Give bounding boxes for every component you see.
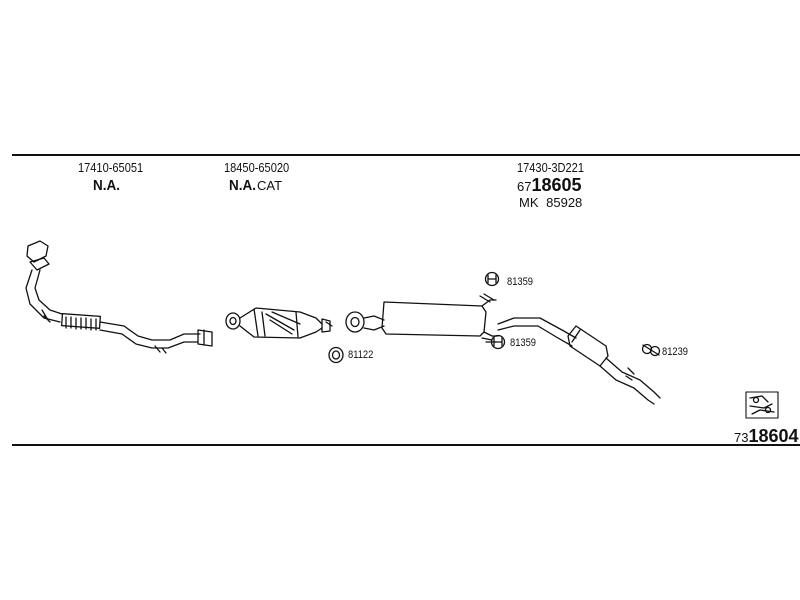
gasket-number: 81122 [348, 349, 374, 361]
catalytic-converter [225, 307, 333, 339]
rear-section-code-prefix: 67 [517, 179, 532, 194]
availability-catalyst: N.A.CAT [229, 178, 282, 194]
kit-number-main: 18604 [748, 426, 799, 446]
rear-silencer [497, 317, 661, 405]
center-muffler [345, 293, 499, 343]
kit-number: 7318604 [734, 427, 799, 446]
top-rule [12, 154, 800, 156]
clamp-bottom-icon [490, 334, 506, 350]
rear-section-code: 6718605 [517, 176, 582, 195]
clamp-bottom-number: 81359 [510, 337, 537, 349]
mk-number: 85928 [546, 195, 583, 210]
hanger-number: 81239 [662, 346, 689, 358]
exhaust-kit-icon [745, 391, 779, 419]
availability-catalyst-suffix: CAT [257, 178, 283, 193]
mk-label: MK [519, 195, 539, 210]
part-number-rear-section: 17430-3D221 [517, 160, 584, 175]
gasket-icon [328, 346, 344, 364]
mk-reference: MK 85928 [519, 196, 582, 209]
kit-number-prefix: 73 [734, 430, 749, 445]
availability-catalyst-tag: N.A. [229, 177, 256, 194]
bottom-rule [12, 444, 800, 446]
part-number-catalyst: 18450-65020 [224, 160, 290, 175]
rear-section-code-main: 18605 [531, 175, 582, 195]
availability-front-pipe: N.A. [93, 177, 120, 194]
clamp-top-icon [484, 271, 500, 287]
clamp-top-number: 81359 [507, 276, 534, 288]
hanger-icon [641, 343, 661, 357]
part-number-front-pipe: 17410-65051 [78, 160, 144, 175]
front-pipe [25, 240, 213, 354]
